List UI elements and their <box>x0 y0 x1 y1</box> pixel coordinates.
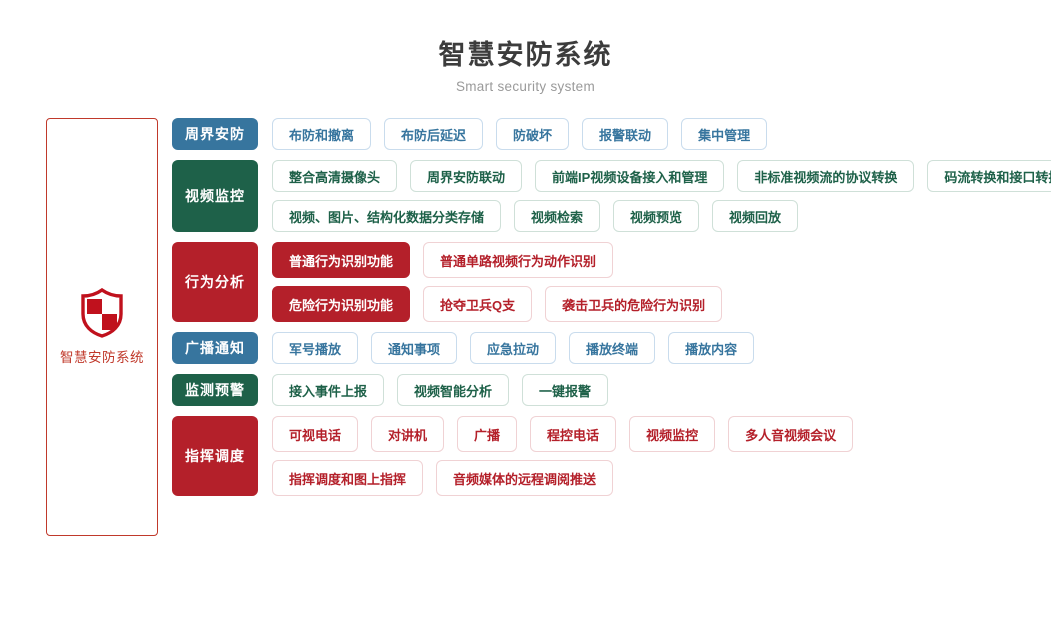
feature-pill[interactable]: 可视电话 <box>272 416 359 452</box>
feature-pill[interactable]: 视频、图片、结构化数据分类存储 <box>272 200 502 232</box>
feature-pill[interactable]: 一键报警 <box>522 374 609 406</box>
items-line: 布防和撤离布防后延迟防破坏报警联动集中管理 <box>272 118 768 150</box>
feature-pill[interactable]: 前端IP视频设备接入和管理 <box>535 160 725 192</box>
feature-pill[interactable]: 防破坏 <box>496 118 570 150</box>
items-line: 视频、图片、结构化数据分类存储视频检索视频预览视频回放 <box>272 200 1051 232</box>
feature-pill[interactable]: 视频检索 <box>514 200 601 232</box>
feature-pill[interactable]: 接入事件上报 <box>272 374 385 406</box>
feature-pill[interactable]: 播放内容 <box>668 332 755 364</box>
root-system-card[interactable]: 智慧安防系统 <box>46 118 158 536</box>
feature-pill[interactable]: 指挥调度和图上指挥 <box>272 460 424 496</box>
feature-pill[interactable]: 布防后延迟 <box>384 118 484 150</box>
category-block[interactable]: 监测预警 <box>172 374 258 406</box>
category-row: 行为分析普通行为识别功能普通单路视频行为动作识别危险行为识别功能抢夺卫兵Q支袭击… <box>172 242 1051 322</box>
category-items: 布防和撤离布防后延迟防破坏报警联动集中管理 <box>272 118 768 150</box>
feature-pill[interactable]: 视频回放 <box>712 200 799 232</box>
items-line: 指挥调度和图上指挥音频媒体的远程调阅推送 <box>272 460 853 496</box>
category-items: 整合高清摄像头周界安防联动前端IP视频设备接入和管理非标准视频流的协议转换码流转… <box>272 160 1051 232</box>
category-block[interactable]: 视频监控 <box>172 160 258 232</box>
category-rows: 周界安防布防和撤离布防后延迟防破坏报警联动集中管理视频监控整合高清摄像头周界安防… <box>172 118 1051 506</box>
category-row: 周界安防布防和撤离布防后延迟防破坏报警联动集中管理 <box>172 118 1051 150</box>
feature-pill[interactable]: 对讲机 <box>371 416 445 452</box>
items-line: 可视电话对讲机广播程控电话视频监控多人音视频会议 <box>272 416 854 452</box>
feature-pill[interactable]: 视频监控 <box>629 416 716 452</box>
category-block[interactable]: 广播通知 <box>172 332 258 364</box>
feature-pill[interactable]: 广播 <box>457 416 518 452</box>
feature-pill[interactable]: 集中管理 <box>681 118 768 150</box>
feature-pill[interactable]: 普通行为识别功能 <box>272 242 411 278</box>
feature-pill[interactable]: 周界安防联动 <box>410 160 523 192</box>
category-items: 军号播放通知事项应急拉动播放终端播放内容 <box>272 332 755 364</box>
feature-pill[interactable]: 视频智能分析 <box>397 374 510 406</box>
feature-pill[interactable]: 程控电话 <box>530 416 617 452</box>
category-block[interactable]: 周界安防 <box>172 118 258 150</box>
category-row: 指挥调度可视电话对讲机广播程控电话视频监控多人音视频会议指挥调度和图上指挥音频媒… <box>172 416 1051 496</box>
feature-pill[interactable]: 应急拉动 <box>470 332 557 364</box>
feature-pill[interactable]: 播放终端 <box>569 332 656 364</box>
feature-pill[interactable]: 危险行为识别功能 <box>272 286 411 322</box>
category-row: 广播通知军号播放通知事项应急拉动播放终端播放内容 <box>172 332 1051 364</box>
feature-pill[interactable]: 整合高清摄像头 <box>272 160 398 192</box>
page-header: 智慧安防系统 Smart security system <box>0 0 1051 96</box>
items-line: 危险行为识别功能抢夺卫兵Q支袭击卫兵的危险行为识别 <box>272 286 723 322</box>
category-items: 普通行为识别功能普通单路视频行为动作识别危险行为识别功能抢夺卫兵Q支袭击卫兵的危… <box>272 242 723 322</box>
feature-pill[interactable]: 音频媒体的远程调阅推送 <box>436 460 614 496</box>
shield-icon <box>79 288 125 338</box>
category-row: 监测预警接入事件上报视频智能分析一键报警 <box>172 374 1051 406</box>
feature-pill[interactable]: 非标准视频流的协议转换 <box>737 160 915 192</box>
feature-pill[interactable]: 抢夺卫兵Q支 <box>423 286 533 322</box>
category-block[interactable]: 指挥调度 <box>172 416 258 496</box>
feature-pill[interactable]: 多人音视频会议 <box>728 416 854 452</box>
items-line: 军号播放通知事项应急拉动播放终端播放内容 <box>272 332 755 364</box>
root-system-label: 智慧安防系统 <box>60 350 144 365</box>
category-items: 接入事件上报视频智能分析一键报警 <box>272 374 609 406</box>
feature-pill[interactable]: 报警联动 <box>582 118 669 150</box>
items-line: 普通行为识别功能普通单路视频行为动作识别 <box>272 242 722 278</box>
feature-pill[interactable]: 视频预览 <box>613 200 700 232</box>
architecture-diagram: 智慧安防系统 周界安防布防和撤离布防后延迟防破坏报警联动集中管理视频监控整合高清… <box>0 118 1051 536</box>
feature-pill[interactable]: 普通单路视频行为动作识别 <box>423 242 614 278</box>
page-title: 智慧安防系统 <box>438 40 613 70</box>
category-block[interactable]: 行为分析 <box>172 242 258 322</box>
feature-pill[interactable]: 袭击卫兵的危险行为识别 <box>545 286 723 322</box>
feature-pill[interactable]: 布防和撤离 <box>272 118 372 150</box>
items-line: 整合高清摄像头周界安防联动前端IP视频设备接入和管理非标准视频流的协议转换码流转… <box>272 160 1051 192</box>
items-line: 接入事件上报视频智能分析一键报警 <box>272 374 609 406</box>
category-items: 可视电话对讲机广播程控电话视频监控多人音视频会议指挥调度和图上指挥音频媒体的远程… <box>272 416 854 496</box>
feature-pill[interactable]: 军号播放 <box>272 332 359 364</box>
category-row: 视频监控整合高清摄像头周界安防联动前端IP视频设备接入和管理非标准视频流的协议转… <box>172 160 1051 232</box>
feature-pill[interactable]: 码流转换和接口转换 <box>927 160 1051 192</box>
page-subtitle: Smart security system <box>455 79 596 94</box>
feature-pill[interactable]: 通知事项 <box>371 332 458 364</box>
